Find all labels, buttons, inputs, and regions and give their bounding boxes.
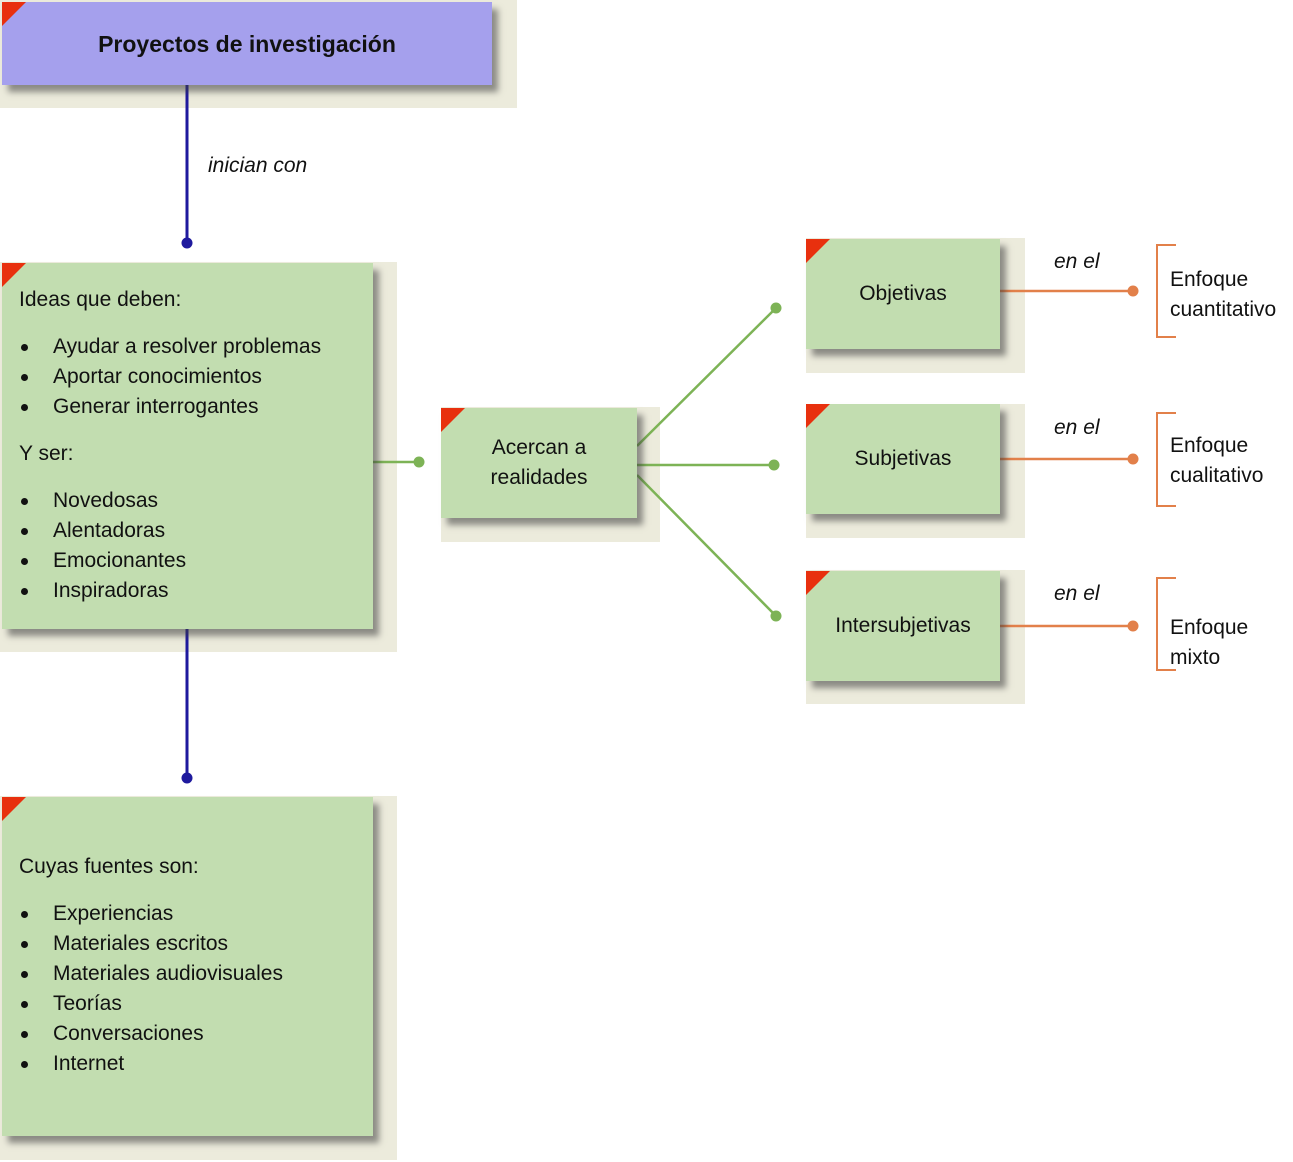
list-item: Teorías	[19, 989, 373, 1019]
link-center-to-intersubjetivas	[636, 474, 777, 617]
result-bracket	[1156, 412, 1176, 507]
list-item: Inspiradoras	[19, 576, 373, 606]
sources-list: Experiencias Materiales escritos Materia…	[19, 899, 373, 1079]
list-item: Ayudar a resolver problemas	[19, 332, 373, 362]
ideas-node: Ideas que deben: Ayudar a resolver probl…	[2, 263, 373, 629]
corner-accent	[2, 263, 26, 287]
corner-accent	[441, 408, 465, 432]
result-bracket	[1156, 577, 1176, 671]
link-objetivas-to-result-dot	[1127, 285, 1139, 297]
center-node: Acercan a realidades	[441, 408, 637, 518]
corner-accent	[2, 797, 26, 821]
title-node: Proyectos de investigación	[2, 2, 492, 85]
reality-node-objetivas: Objetivas	[806, 239, 1000, 349]
link-center-to-subjetivas-dot	[768, 459, 780, 471]
result-bracket	[1156, 244, 1176, 338]
list-item: Generar interrogantes	[19, 392, 373, 422]
link-label-en-el: en el	[1054, 582, 1100, 605]
ideas-list: Ayudar a resolver problemas Aportar cono…	[19, 332, 373, 422]
list-item: Internet	[19, 1049, 373, 1079]
sources-heading: Cuyas fuentes son:	[19, 855, 199, 878]
list-item: Materiales escritos	[19, 929, 373, 959]
list-item: Materiales audiovisuales	[19, 959, 373, 989]
corner-accent	[806, 239, 830, 263]
link-ideas-to-sources-dot	[181, 772, 193, 784]
reality-label: Intersubjetivas	[835, 614, 971, 637]
result-enfoque-cualitativo: Enfoque cualitativo	[1170, 434, 1264, 487]
result-enfoque-mixto: Enfoque mixto	[1170, 616, 1249, 669]
reality-label: Objetivas	[859, 282, 947, 305]
sources-node: Cuyas fuentes son: Experiencias Material…	[2, 797, 373, 1136]
link-center-to-objetivas-dot	[770, 302, 782, 314]
link-intersubjetivas-to-result-dot	[1127, 620, 1139, 632]
link-label-inician-con: inician con	[208, 154, 308, 177]
list-item: Aportar conocimientos	[19, 362, 373, 392]
link-label-en-el: en el	[1054, 416, 1100, 439]
link-title-to-ideas-dot	[181, 237, 193, 249]
corner-accent	[806, 404, 830, 428]
result-enfoque-cuantitativo: Enfoque cuantitativo	[1170, 268, 1277, 321]
link-center-to-objetivas	[636, 307, 777, 447]
ideas-heading-2: Y ser:	[19, 442, 74, 465]
title-text: Proyectos de investigación	[98, 30, 396, 57]
link-label-en-el: en el	[1054, 250, 1100, 273]
list-item: Conversaciones	[19, 1019, 373, 1049]
corner-accent	[2, 2, 26, 26]
link-ideas-to-center-dot	[413, 456, 425, 468]
link-subjetivas-to-result-dot	[1127, 453, 1139, 465]
list-item: Novedosas	[19, 486, 373, 516]
list-item: Emocionantes	[19, 546, 373, 576]
ideas-list-2: Novedosas Alentadoras Emocionantes Inspi…	[19, 486, 373, 606]
center-node-text: Acercan a realidades	[490, 436, 588, 489]
ideas-heading: Ideas que deben:	[19, 288, 182, 311]
list-item: Experiencias	[19, 899, 373, 929]
link-center-to-intersubjetivas-dot	[770, 610, 782, 622]
reality-label: Subjetivas	[854, 447, 952, 470]
reality-node-intersubjetivas: Intersubjetivas	[806, 571, 1000, 681]
corner-accent	[806, 571, 830, 595]
reality-node-subjetivas: Subjetivas	[806, 404, 1000, 514]
list-item: Alentadoras	[19, 516, 373, 546]
